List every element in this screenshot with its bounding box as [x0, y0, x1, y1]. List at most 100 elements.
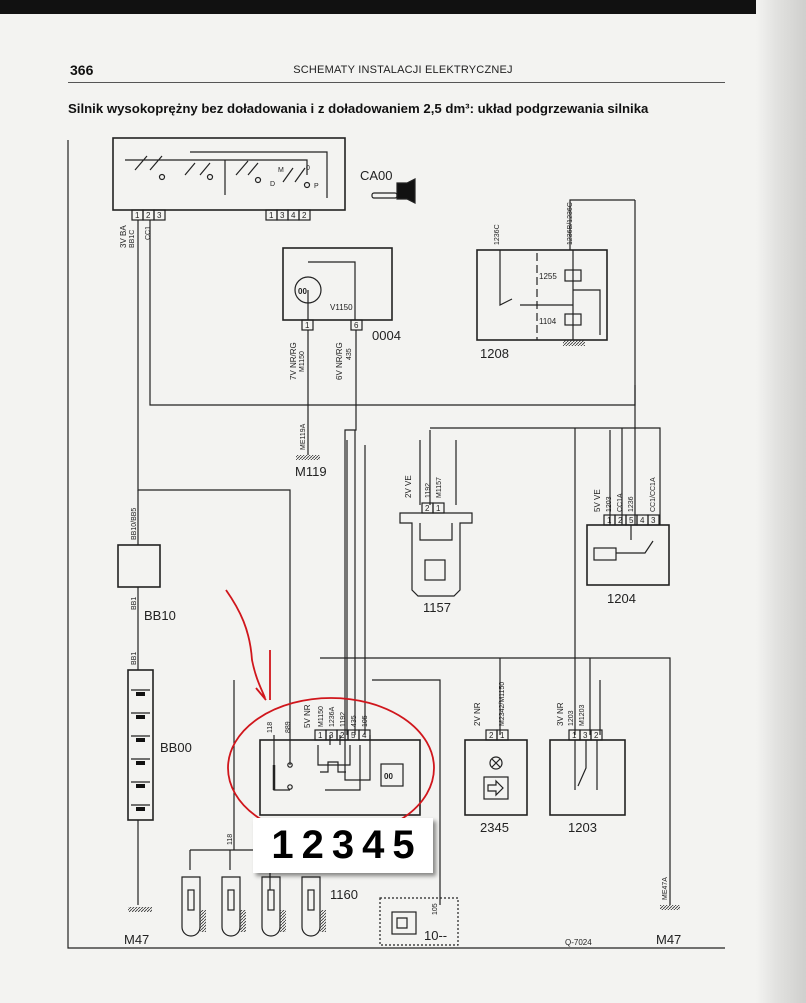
- switch-1203: 1 3 2 3V NR 1203 M1203 1203: [549, 702, 626, 835]
- svg-text:M1157: M1157: [436, 477, 443, 498]
- overlay-number-3: 3: [331, 823, 355, 867]
- svg-text:M1150: M1150: [318, 706, 325, 727]
- svg-text:4: 4: [362, 731, 367, 740]
- svg-text:1203: 1203: [568, 820, 597, 835]
- svg-text:M2342/M1150: M2342/M1150: [499, 682, 506, 726]
- svg-text:5V NR: 5V NR: [303, 704, 312, 728]
- svg-text:1255: 1255: [539, 272, 557, 281]
- svg-text:BB10: BB10: [144, 608, 176, 623]
- svg-text:2345: 2345: [480, 820, 509, 835]
- svg-text:10--: 10--: [424, 928, 447, 943]
- glow-plugs: [181, 876, 326, 937]
- svg-text:1104: 1104: [539, 317, 557, 326]
- arrow-icon: [483, 776, 509, 800]
- temperature-sensor-1157: 2 1 2V VE 1192 M1157 1157: [399, 475, 473, 615]
- svg-text:BB1C: BB1C: [129, 230, 136, 248]
- ignition-connector-left: 1 2 3: [131, 209, 166, 221]
- svg-text:1203: 1203: [568, 710, 575, 726]
- svg-text:CC1/CC1A: CC1/CC1A: [650, 477, 657, 512]
- overlay-number-4: 4: [362, 823, 385, 867]
- svg-text:1203: 1203: [606, 496, 613, 512]
- svg-text:3V BA: 3V BA: [119, 225, 128, 248]
- scan-top-edge: [0, 0, 806, 14]
- svg-text:M1150: M1150: [299, 351, 306, 372]
- overlay-number-2: 2: [301, 823, 324, 867]
- svg-text:1157: 1157: [423, 600, 451, 615]
- svg-text:BB1: BB1: [131, 652, 138, 665]
- svg-text:1208: 1208: [480, 346, 509, 361]
- svg-text:3V NR: 3V NR: [556, 702, 565, 726]
- starter-icon: [391, 911, 417, 935]
- ignition-label: CA00: [360, 168, 393, 183]
- svg-text:3: 3: [280, 211, 285, 220]
- bulb-icon: [489, 756, 503, 770]
- svg-text:M1203: M1203: [579, 704, 586, 726]
- diagram-title: Silnik wysokoprężny bez doładowania i z …: [68, 101, 649, 116]
- svg-text:5V VE: 5V VE: [593, 489, 602, 512]
- relay-1204: 1 2 5 4 3 5V VE 1203 CC1A 1236 CC1/CC1A …: [586, 477, 670, 606]
- glow-lamp-icon: [294, 276, 322, 304]
- svg-text:0004: 0004: [372, 328, 401, 343]
- svg-text:2: 2: [340, 731, 345, 740]
- warning-lamp-0004: 00 V1150 1 6 0004 7V NR/RG M1150 6V NR/R…: [282, 247, 401, 380]
- svg-text:105: 105: [432, 903, 439, 915]
- svg-text:00: 00: [384, 772, 393, 781]
- svg-text:2: 2: [489, 731, 494, 740]
- svg-text:1: 1: [436, 504, 441, 513]
- svg-text:1160: 1160: [330, 887, 358, 902]
- svg-text:3: 3: [651, 516, 656, 525]
- svg-text:1: 1: [318, 731, 323, 740]
- svg-text:ME47A: ME47A: [662, 877, 669, 900]
- svg-text:1: 1: [572, 731, 577, 740]
- svg-text:4: 4: [640, 516, 645, 525]
- running-title: SCHEMATY INSTALACJI ELEKTRYCZNEJ: [293, 64, 513, 76]
- svg-text:CC1A: CC1A: [617, 493, 624, 512]
- svg-text:2: 2: [618, 516, 623, 525]
- svg-text:2: 2: [146, 211, 151, 220]
- svg-text:D: D: [270, 181, 275, 188]
- svg-text:BB1: BB1: [131, 597, 138, 610]
- diagram-frame: [67, 140, 725, 949]
- header-rule: [68, 82, 725, 83]
- svg-text:6: 6: [354, 321, 359, 330]
- fuse-bb10: BB10/BB5 BB1 BB10: [117, 508, 176, 623]
- svg-text:1192: 1192: [425, 483, 432, 498]
- starter-10: 105 10--: [379, 897, 459, 946]
- svg-text:2: 2: [425, 504, 430, 513]
- svg-text:1: 1: [305, 321, 310, 330]
- svg-text:5: 5: [351, 731, 356, 740]
- ground-m119: ME119A M119: [295, 423, 327, 479]
- svg-text:M: M: [278, 167, 284, 174]
- svg-text:1: 1: [135, 211, 140, 220]
- svg-text:BB10/BB5: BB10/BB5: [131, 508, 138, 540]
- svg-text:2: 2: [594, 731, 599, 740]
- svg-text:7V NR/RG: 7V NR/RG: [289, 342, 298, 380]
- svg-text:M47: M47: [656, 932, 681, 947]
- svg-text:2: 2: [302, 211, 307, 220]
- svg-text:1: 1: [500, 731, 505, 740]
- thermometer-icon: [424, 559, 446, 581]
- svg-text:435: 435: [346, 348, 353, 360]
- svg-text:ME119A: ME119A: [300, 423, 307, 450]
- svg-text:1236: 1236: [628, 496, 635, 512]
- svg-text:3: 3: [583, 731, 588, 740]
- svg-text:118: 118: [267, 722, 274, 733]
- svg-text:3: 3: [329, 731, 334, 740]
- svg-text:00: 00: [298, 287, 307, 296]
- svg-text:CC1: CC1: [145, 226, 152, 240]
- relay-box-1208: 1255 1104 1208 1236C 1236B/1236C: [476, 202, 608, 361]
- svg-text:1: 1: [607, 516, 612, 525]
- svg-text:2V NR: 2V NR: [473, 702, 482, 726]
- svg-text:1: 1: [269, 211, 274, 220]
- svg-text:P: P: [314, 183, 319, 190]
- key-icon: [371, 178, 416, 204]
- svg-text:105: 105: [362, 715, 369, 727]
- svg-text:0: 0: [306, 165, 310, 172]
- scan-binding-shadow: [756, 0, 806, 1003]
- svg-text:BB00: BB00: [160, 740, 192, 755]
- overlay-number-1: 1: [271, 823, 294, 867]
- svg-text:1236A: 1236A: [329, 706, 336, 727]
- battery-bb00: BB1 BB00: [127, 652, 192, 821]
- svg-text:2V VE: 2V VE: [404, 475, 413, 498]
- svg-text:4: 4: [291, 211, 296, 220]
